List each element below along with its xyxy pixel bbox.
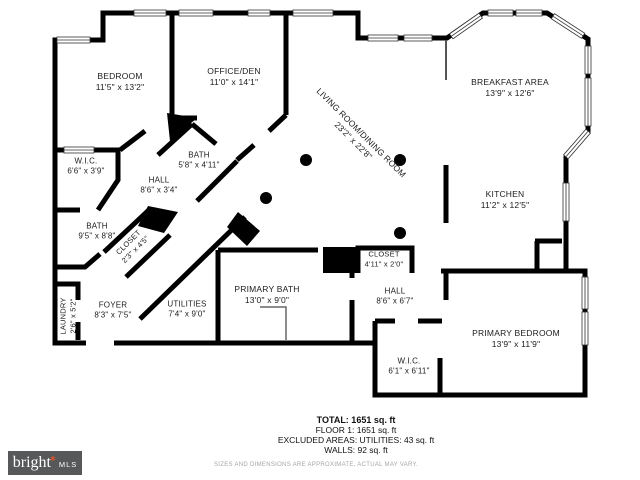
room-label-hall-top: HALL 8'6" x 3'4" (140, 176, 177, 197)
window (487, 9, 514, 17)
window (515, 9, 543, 17)
entry-door-gap (86, 338, 114, 348)
room-dims: 8'6" x 6'7" (376, 297, 414, 306)
room-name: PRIMARY BATH (234, 283, 300, 294)
window (562, 182, 570, 222)
room-dims: 13'0" x 9'0" (244, 295, 290, 305)
window (292, 9, 334, 17)
window (367, 34, 399, 42)
room-label-bath-left: BATH 9'5" x 8'8" (78, 222, 115, 243)
room-dims: 13'9" x 11'9" (491, 339, 541, 349)
window (133, 9, 167, 17)
room-label-wic-lower: W.I.C. 6'1" x 6'11" (388, 357, 429, 378)
room-dims: 7'4" x 9'0" (168, 310, 206, 319)
room-name: UTILITIES (167, 299, 207, 309)
room-name: HALL (384, 286, 406, 296)
room-name: OFFICE/DEN (207, 65, 261, 76)
room-label-hall-lower: HALL 8'6" x 6'7" (376, 287, 413, 308)
room-name: BEDROOM (97, 70, 143, 81)
room-dims: 11'5" x 13'2" (95, 82, 145, 92)
excluded-area-text: EXCLUDED AREAS: UTILITIES: 43 sq. ft (277, 435, 435, 445)
logo-brand-text: bright (12, 454, 51, 471)
room-label-bedroom: BEDROOM 11'5" x 13'2" (96, 71, 145, 93)
room-dims: 6'1" x 6'11" (388, 367, 430, 376)
window (584, 45, 592, 75)
window (63, 146, 95, 154)
room-name: BATH (86, 221, 108, 231)
window (581, 311, 589, 346)
room-label-utilities: UTILITIES 7'4" x 9'0" (167, 300, 206, 321)
total-area-text: TOTAL: 1651 sq. ft (316, 415, 396, 425)
room-name: FOYER (98, 300, 128, 310)
column-dot (394, 227, 406, 239)
window (247, 9, 271, 17)
room-dims: 11'0" x 14'1" (209, 77, 259, 87)
room-label-laundry: LAUNDRY 2'6" x 5'2" (58, 297, 78, 334)
window (550, 13, 586, 39)
room-dims: 13'9" x 12'6" (485, 88, 535, 98)
room-name: BREAKFAST AREA (471, 76, 549, 87)
room-dims: 2'6" x 5'2" (68, 298, 77, 334)
room-name: PRIMARY BEDROOM (472, 327, 560, 338)
wall-masses (138, 113, 358, 273)
room-label-foyer: FOYER 8'3" x 7'5" (94, 301, 131, 322)
column-dot (260, 192, 272, 204)
room-label-closet-mid: CLOSET 4'11" x 2'0" (365, 249, 404, 269)
room-dims: 8'3" x 7'5" (94, 311, 132, 320)
room-name: W.I.C. (74, 156, 98, 166)
room-dims: 6'6" x 3'9" (67, 167, 105, 176)
columns-layer (260, 154, 406, 239)
disclaimer-text: SIZES AND DIMENSIONS ARE APPROXIMATE, AC… (213, 462, 419, 468)
room-name: LAUNDRY (58, 297, 68, 335)
window (56, 36, 91, 44)
room-dims: 9'5" x 8'8" (78, 232, 116, 241)
column-dot (394, 154, 406, 166)
room-name: BATH (188, 150, 210, 160)
room-name: CLOSET (368, 249, 400, 259)
window (178, 9, 214, 17)
room-name: W.I.C. (397, 356, 421, 366)
window (581, 276, 589, 310)
room-dims: 8'6" x 3'4" (140, 186, 178, 195)
room-name: HALL (148, 175, 170, 185)
windows-layer (56, 9, 592, 346)
window (584, 77, 592, 127)
column-dot (300, 154, 312, 166)
logo-accent-mark-icon: ✱ (49, 456, 56, 463)
room-label-office-den: OFFICE/DEN 11'0" x 14'1" (207, 66, 260, 88)
walls-area-text: WALLS: 92 sq. ft (324, 445, 388, 455)
window (403, 34, 433, 42)
area-summary: TOTAL: 1651 sq. ft FLOOR 1: 1651 sq. ft … (278, 415, 434, 455)
window (563, 128, 591, 160)
room-label-bath-top: BATH 5'8" x 4'11" (178, 151, 219, 172)
floor-area-text: FLOOR 1: 1651 sq. ft (315, 425, 397, 435)
room-dims: 5'8" x 4'11" (178, 161, 220, 170)
bright-mls-logo: bright ✱ MLS (8, 451, 82, 475)
room-label-kitchen: KITCHEN 11'2" x 12'5" (481, 189, 530, 211)
room-label-wic-top: W.I.C. 6'6" x 3'9" (67, 157, 104, 178)
room-label-primary-bedroom: PRIMARY BEDROOM 13'9" x 11'9" (472, 328, 560, 350)
room-dims: 11'2" x 12'5" (480, 200, 530, 210)
shower-outline (260, 306, 287, 340)
room-label-primary-bath: PRIMARY BATH 13'0" x 9'0" (234, 284, 299, 306)
room-name: KITCHEN (485, 188, 525, 199)
room-dims: 4'11" x 2'0" (364, 259, 404, 268)
room-label-breakfast-area: BREAKFAST AREA 13'9" x 12'6" (471, 77, 549, 99)
logo-suffix-text: MLS (58, 460, 78, 469)
window (448, 12, 484, 40)
